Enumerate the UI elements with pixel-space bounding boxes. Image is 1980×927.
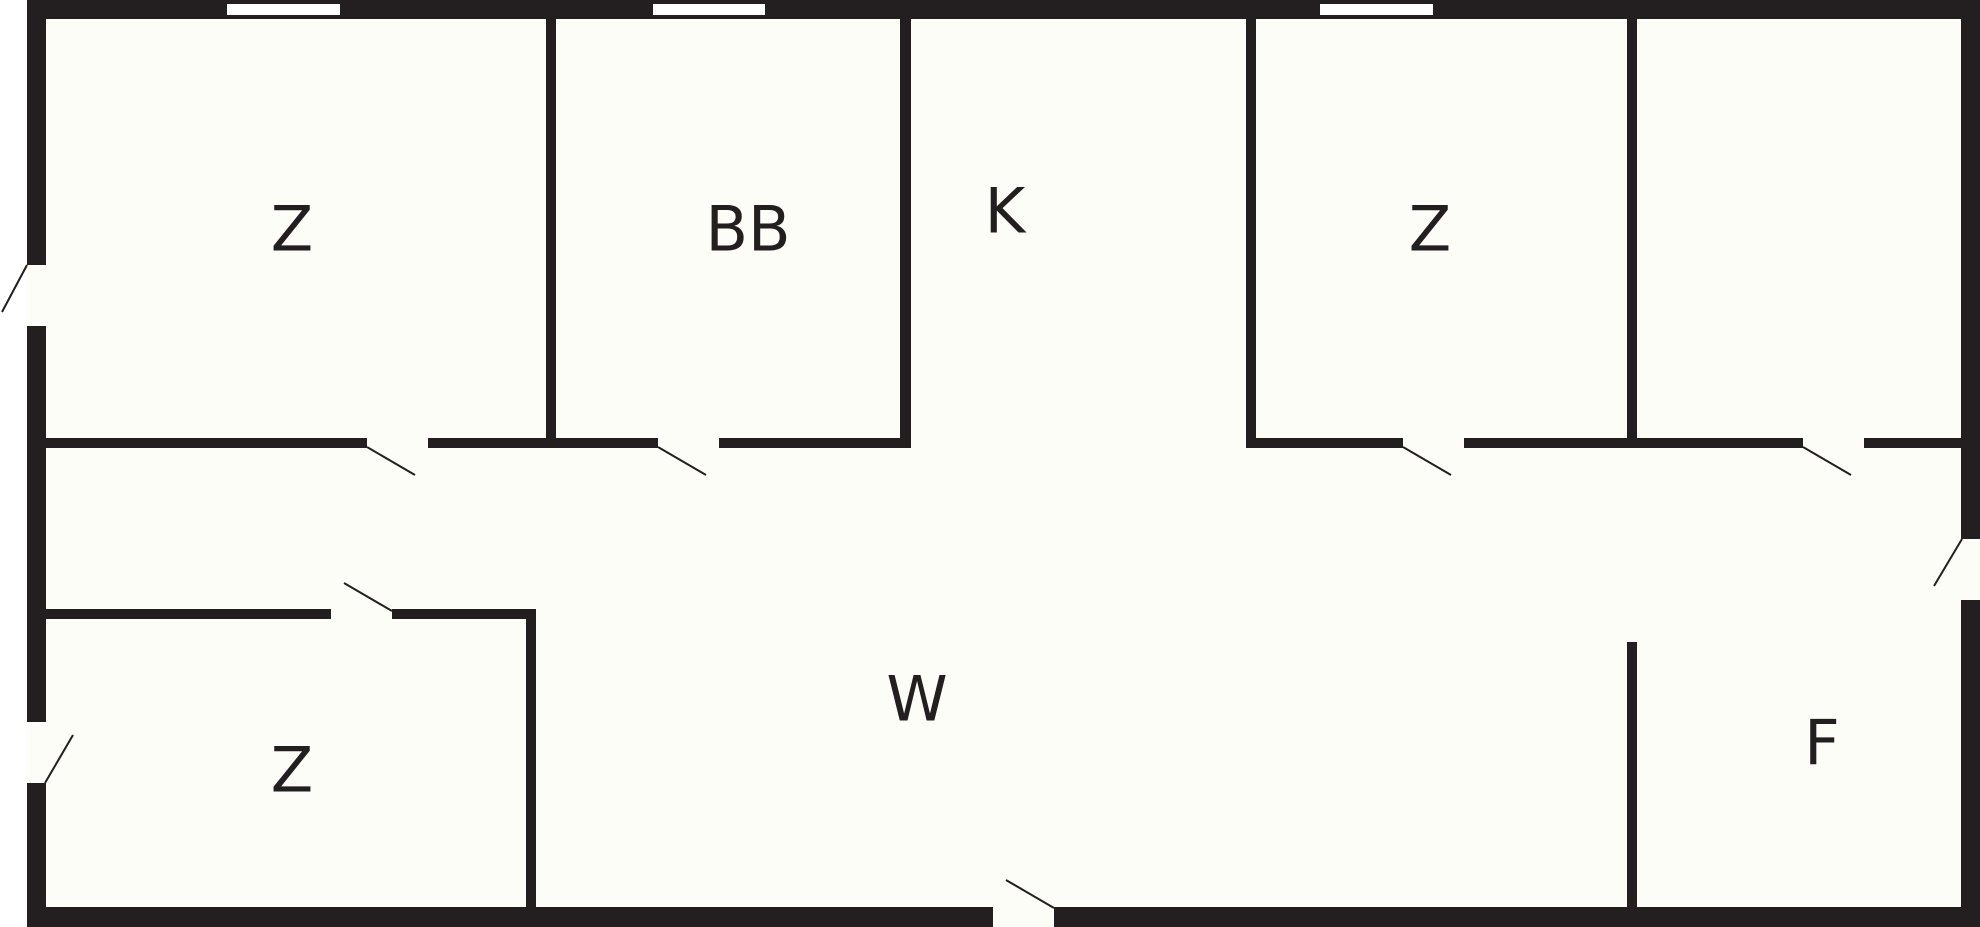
- room-label-z-top-left: Z: [271, 193, 313, 266]
- window: [227, 4, 340, 15]
- windows: [227, 4, 1433, 15]
- room-labels: Z BB K Z W Z F: [271, 175, 1840, 807]
- door: [331, 582, 393, 620]
- door: [993, 879, 1055, 927]
- floor-area: [36, 14, 1962, 912]
- door: [1802, 437, 1864, 476]
- room-label-k: K: [985, 175, 1027, 248]
- window: [1320, 4, 1433, 15]
- room-label-z-top-right: Z: [1409, 193, 1451, 266]
- door: [26, 722, 74, 784]
- exterior-walls: [27, 0, 1980, 927]
- room-label-w: W: [886, 663, 947, 736]
- door: [1933, 538, 1980, 600]
- door: [1402, 437, 1464, 476]
- window: [653, 4, 765, 15]
- door: [1, 264, 47, 326]
- room-label-f: F: [1804, 707, 1840, 780]
- doors: [1, 264, 1980, 927]
- room-label-bb: BB: [705, 193, 790, 266]
- door: [657, 437, 719, 476]
- room-label-z-bottom-left: Z: [271, 734, 313, 807]
- interior-walls: [46, 19, 1961, 909]
- door: [366, 437, 428, 476]
